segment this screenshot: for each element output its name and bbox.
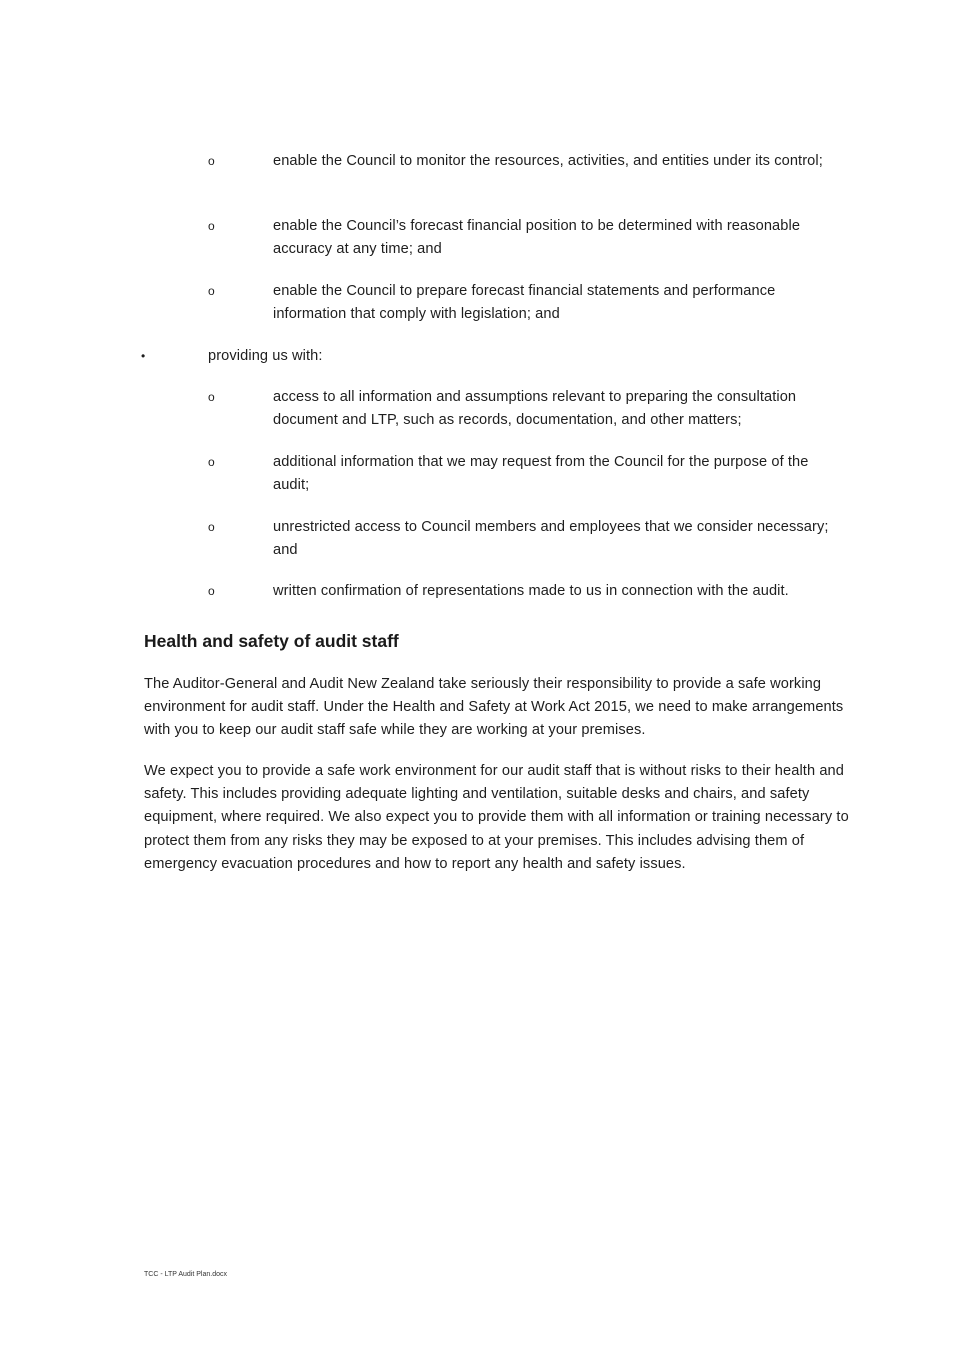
paragraph: We expect you to provide a safe work env… <box>144 763 849 872</box>
list-item-text: written confirmation of representations … <box>273 583 789 599</box>
circle-bullet-icon: o <box>208 284 215 298</box>
footer-filename: TCC - LTP Audit Plan.docx <box>144 1271 227 1278</box>
list-item-text: providing us with: <box>208 348 323 364</box>
circle-bullet-icon: o <box>208 390 215 404</box>
circle-bullet-icon: o <box>208 455 215 469</box>
circle-bullet-icon: o <box>208 584 215 598</box>
list-item-text: access to all information and assumption… <box>273 389 797 429</box>
list-item-text: unrestricted access to Council members a… <box>273 519 829 559</box>
section-heading: Health and safety of audit staff <box>144 631 399 651</box>
circle-bullet-icon: o <box>208 219 215 233</box>
list-item-text: enable the Council’s forecast financial … <box>273 218 801 258</box>
paragraph: The Auditor-General and Audit New Zealan… <box>144 676 844 739</box>
circle-bullet-icon: o <box>208 520 215 534</box>
circle-bullet-icon: o <box>208 154 215 168</box>
list-item-text: additional information that we may reque… <box>273 454 809 494</box>
list-item-text: enable the Council to monitor the resour… <box>273 153 823 169</box>
list-item-text: enable the Council to prepare forecast f… <box>273 283 776 323</box>
bullet-icon: • <box>141 349 146 363</box>
